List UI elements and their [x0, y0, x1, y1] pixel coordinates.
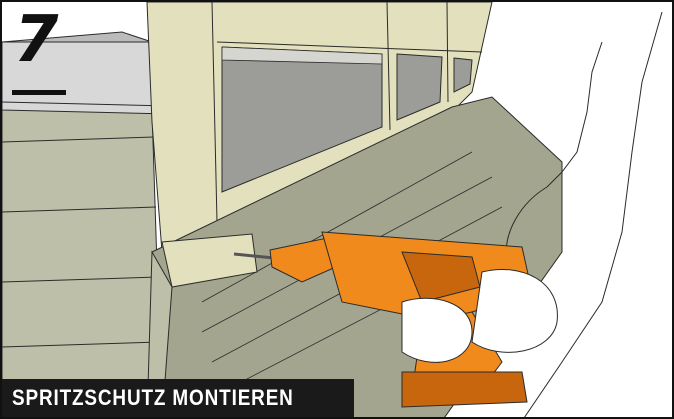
step-number: 7: [14, 8, 59, 72]
left-wall-panel: [2, 110, 162, 419]
step-caption: SPRITZSCHUTZ MONTIEREN: [12, 385, 294, 411]
step-number-underline: [12, 90, 66, 95]
step-caption-bar: SPRITZSCHUTZ MONTIEREN: [2, 379, 354, 417]
